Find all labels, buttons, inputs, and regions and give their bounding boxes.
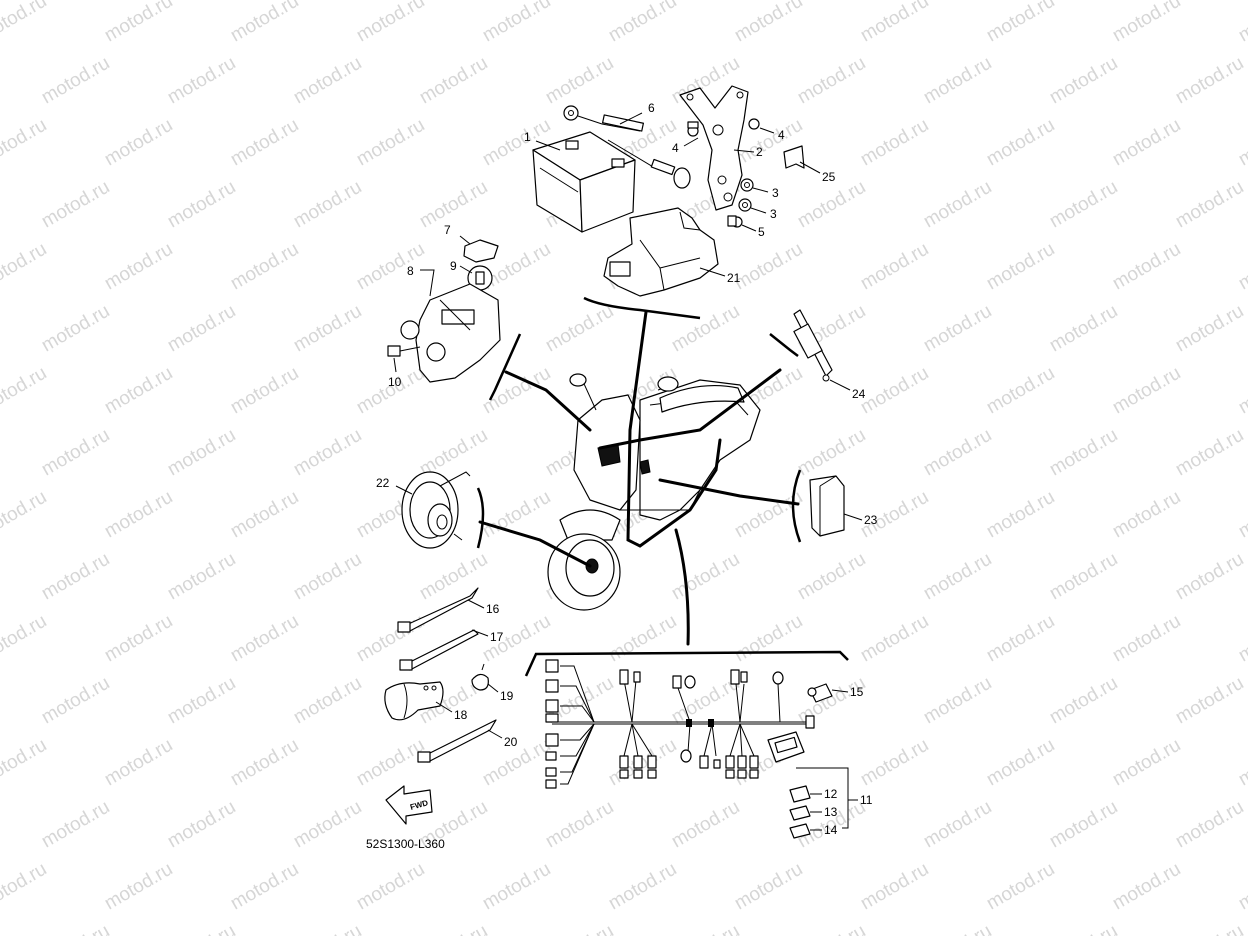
fuse-14-part[interactable] bbox=[789, 823, 811, 839]
fwd-arrow-icon bbox=[385, 785, 433, 825]
callout-3b[interactable]: 3 bbox=[770, 207, 777, 221]
callout-16[interactable]: 16 bbox=[486, 602, 500, 616]
callout-23[interactable]: 23 bbox=[864, 513, 878, 527]
harness-bracket bbox=[524, 650, 849, 677]
callout-21[interactable]: 21 bbox=[727, 271, 741, 285]
callout-3a[interactable]: 3 bbox=[772, 186, 779, 200]
callout-17[interactable]: 17 bbox=[490, 630, 504, 644]
callout-6[interactable]: 6 bbox=[648, 101, 655, 115]
callout-24[interactable]: 24 bbox=[852, 387, 866, 401]
callout-9[interactable]: 9 bbox=[450, 259, 457, 273]
bolt-10[interactable] bbox=[387, 345, 421, 357]
clip-25-part[interactable] bbox=[783, 145, 805, 169]
fuse-13-part[interactable] bbox=[789, 805, 811, 821]
callout-7[interactable]: 7 bbox=[444, 223, 451, 237]
cable-tie-17-part[interactable] bbox=[399, 629, 479, 671]
main-switch-part[interactable] bbox=[400, 283, 501, 383]
fuse-12-part[interactable] bbox=[789, 785, 811, 803]
sensor-part[interactable] bbox=[793, 309, 833, 382]
harness-route bbox=[626, 310, 722, 548]
callout-12[interactable]: 12 bbox=[824, 787, 838, 801]
harness-link-horn bbox=[478, 520, 592, 568]
callout-8[interactable]: 8 bbox=[407, 264, 414, 278]
callout-10[interactable]: 10 bbox=[388, 375, 402, 389]
callout-4a[interactable]: 4 bbox=[672, 141, 679, 155]
battery-bracket-part[interactable] bbox=[679, 85, 749, 211]
harness-link-switch bbox=[504, 370, 592, 432]
callout-5[interactable]: 5 bbox=[758, 225, 765, 239]
protector-18-part[interactable] bbox=[384, 681, 444, 721]
scooter-illustration bbox=[547, 373, 761, 611]
callout-22[interactable]: 22 bbox=[376, 476, 390, 490]
battery-box-part[interactable] bbox=[603, 207, 719, 297]
bolt-4-left[interactable] bbox=[687, 121, 699, 137]
nut-3-upper[interactable] bbox=[740, 178, 754, 192]
callout-20[interactable]: 20 bbox=[504, 735, 518, 749]
nut-3-lower[interactable] bbox=[738, 198, 752, 212]
callout-1[interactable]: 1 bbox=[524, 130, 531, 144]
callout-2[interactable]: 2 bbox=[756, 145, 763, 159]
callout-14[interactable]: 14 bbox=[824, 823, 838, 837]
harness-link-relay bbox=[658, 478, 800, 506]
bolt-5[interactable] bbox=[727, 215, 743, 228]
bolt-4-right[interactable] bbox=[748, 118, 760, 130]
relay-part[interactable] bbox=[809, 475, 845, 537]
battery-part[interactable] bbox=[532, 131, 636, 233]
clamp-19-part[interactable] bbox=[471, 663, 489, 691]
callout-19[interactable]: 19 bbox=[500, 689, 514, 703]
horn-part[interactable] bbox=[401, 471, 471, 549]
wire-harness-part[interactable] bbox=[545, 659, 815, 789]
callout-13[interactable]: 13 bbox=[824, 805, 838, 819]
harness-route-branch bbox=[598, 368, 782, 450]
plug-15-part[interactable] bbox=[807, 683, 833, 703]
callout-4b[interactable]: 4 bbox=[778, 128, 785, 142]
cable-tie-16-part[interactable] bbox=[397, 587, 479, 633]
callout-11[interactable]: 11 bbox=[860, 793, 873, 807]
drawing-code: 52S1300-L360 bbox=[366, 837, 445, 851]
callout-15[interactable]: 15 bbox=[850, 685, 864, 699]
main-switch-cap-part[interactable] bbox=[463, 239, 499, 263]
callout-25[interactable]: 25 bbox=[822, 170, 836, 184]
callout-18[interactable]: 18 bbox=[454, 708, 468, 722]
cable-tie-20-part[interactable] bbox=[417, 719, 497, 763]
harness-link-main bbox=[674, 528, 690, 646]
